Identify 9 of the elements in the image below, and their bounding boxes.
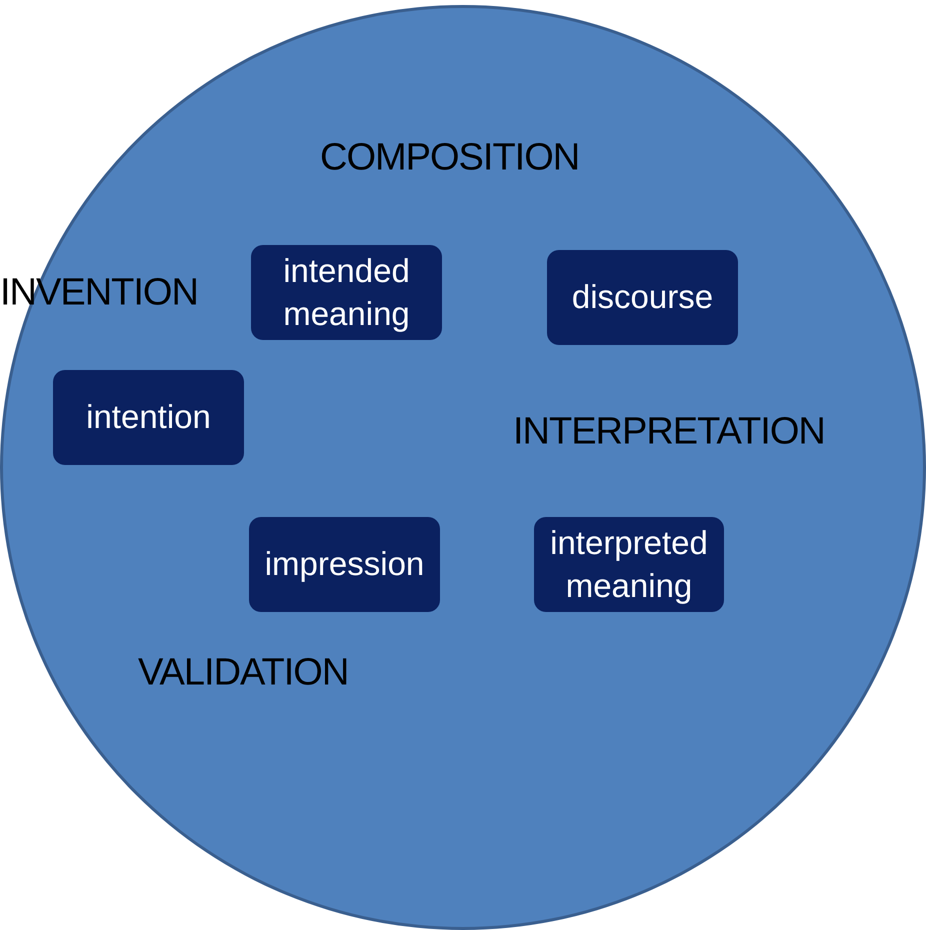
text-box: impression: [249, 517, 440, 612]
section-label: VALIDATION: [138, 652, 348, 694]
section-label: INTERPRETATION: [513, 410, 825, 454]
text-box: intended meaning: [251, 245, 442, 340]
text-box: interpreted meaning: [534, 517, 724, 612]
section-label: COMPOSITION: [320, 136, 580, 180]
text-box: intention: [53, 370, 244, 465]
circle-background: [0, 5, 926, 930]
text-box: discourse: [547, 250, 738, 345]
